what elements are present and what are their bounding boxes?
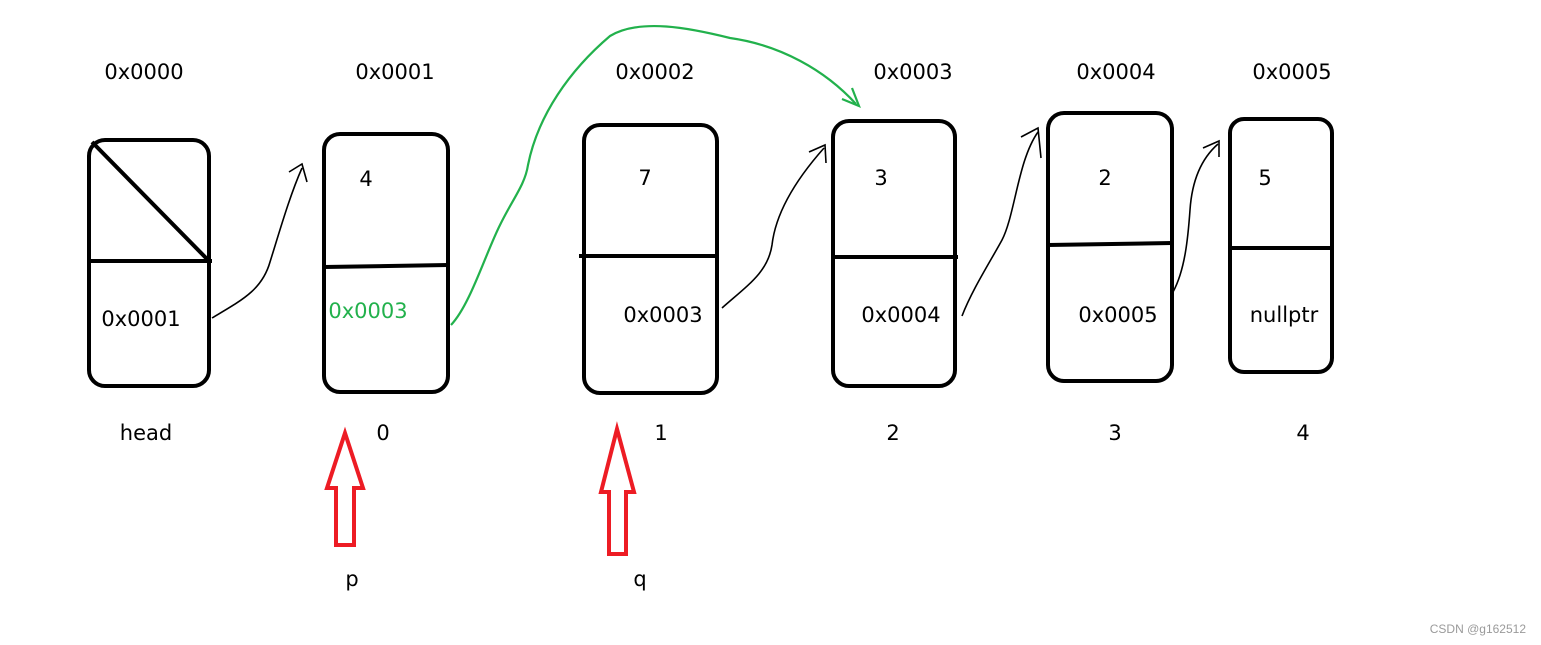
node-4-next: nullptr	[1250, 303, 1319, 327]
node-index-3: 3	[1108, 421, 1121, 445]
link-2-to-3	[961, 126, 1042, 317]
node-index-head: head	[120, 421, 172, 445]
node-address-3: 0x0004	[1076, 60, 1155, 84]
node-3-value: 2	[1098, 166, 1111, 190]
node-3: 2 0x0005	[1046, 111, 1174, 383]
pointer-q-arrow-icon	[598, 421, 637, 556]
node-2: 3 0x0004	[831, 119, 958, 388]
node-4-box	[1228, 117, 1334, 374]
arrowhead-icon	[808, 143, 827, 164]
link-3-to-4	[1172, 139, 1220, 293]
node-1-box	[582, 123, 719, 395]
node-3-box	[1046, 111, 1174, 383]
node-4-value: 5	[1258, 166, 1271, 190]
node-0-divider	[323, 263, 449, 269]
node-1-value: 7	[638, 166, 651, 190]
node-0-box	[322, 132, 450, 394]
arrowhead-icon	[841, 87, 861, 108]
watermark: CSDN @g162512	[1430, 622, 1527, 636]
link-curve	[721, 147, 825, 309]
node-address-1: 0x0002	[615, 60, 694, 84]
node-index-4: 4	[1296, 421, 1309, 445]
arrowhead-icon	[288, 162, 308, 183]
pointer-q: q	[598, 421, 647, 591]
node-1: 7 0x0003	[579, 123, 719, 395]
pointer-p: p	[324, 426, 366, 591]
node-0: 4 0x0003	[322, 132, 450, 394]
node-1-next: 0x0003	[623, 303, 702, 327]
node-address-head: 0x0000	[104, 60, 183, 84]
head-node-next: 0x0001	[101, 307, 180, 331]
node-index-0: 0	[376, 421, 389, 445]
node-index-1: 1	[654, 421, 667, 445]
pointer-p-label: p	[345, 567, 358, 591]
node-0-value: 4	[359, 167, 372, 191]
node-2-value: 3	[874, 166, 887, 190]
node-3-divider	[1047, 241, 1173, 247]
node-index-2: 2	[886, 421, 899, 445]
node-2-next: 0x0004	[861, 303, 940, 327]
arrowhead-icon	[1020, 126, 1042, 159]
node-address-0: 0x0001	[355, 60, 434, 84]
node-4: 5 nullptr	[1228, 117, 1334, 374]
link-head-to-0	[211, 162, 308, 319]
node-address-4: 0x0005	[1252, 60, 1331, 84]
pointer-p-arrow-icon	[324, 426, 366, 547]
node-address-2: 0x0003	[873, 60, 952, 84]
link-curve	[450, 24, 857, 326]
node-3-next: 0x0005	[1078, 303, 1157, 327]
link-curve	[211, 167, 303, 319]
link-curve	[961, 131, 1039, 317]
arrowhead-icon	[1202, 139, 1220, 157]
link-0-to-2-green	[450, 24, 861, 326]
pointer-q-label: q	[633, 567, 646, 591]
node-0-next: 0x0003	[328, 299, 407, 323]
node-2-box	[831, 119, 957, 388]
link-curve	[1172, 143, 1219, 293]
link-1-to-2	[721, 143, 827, 309]
head-node: 0x0001	[87, 138, 212, 388]
head-node-empty-data-slash	[90, 140, 209, 261]
